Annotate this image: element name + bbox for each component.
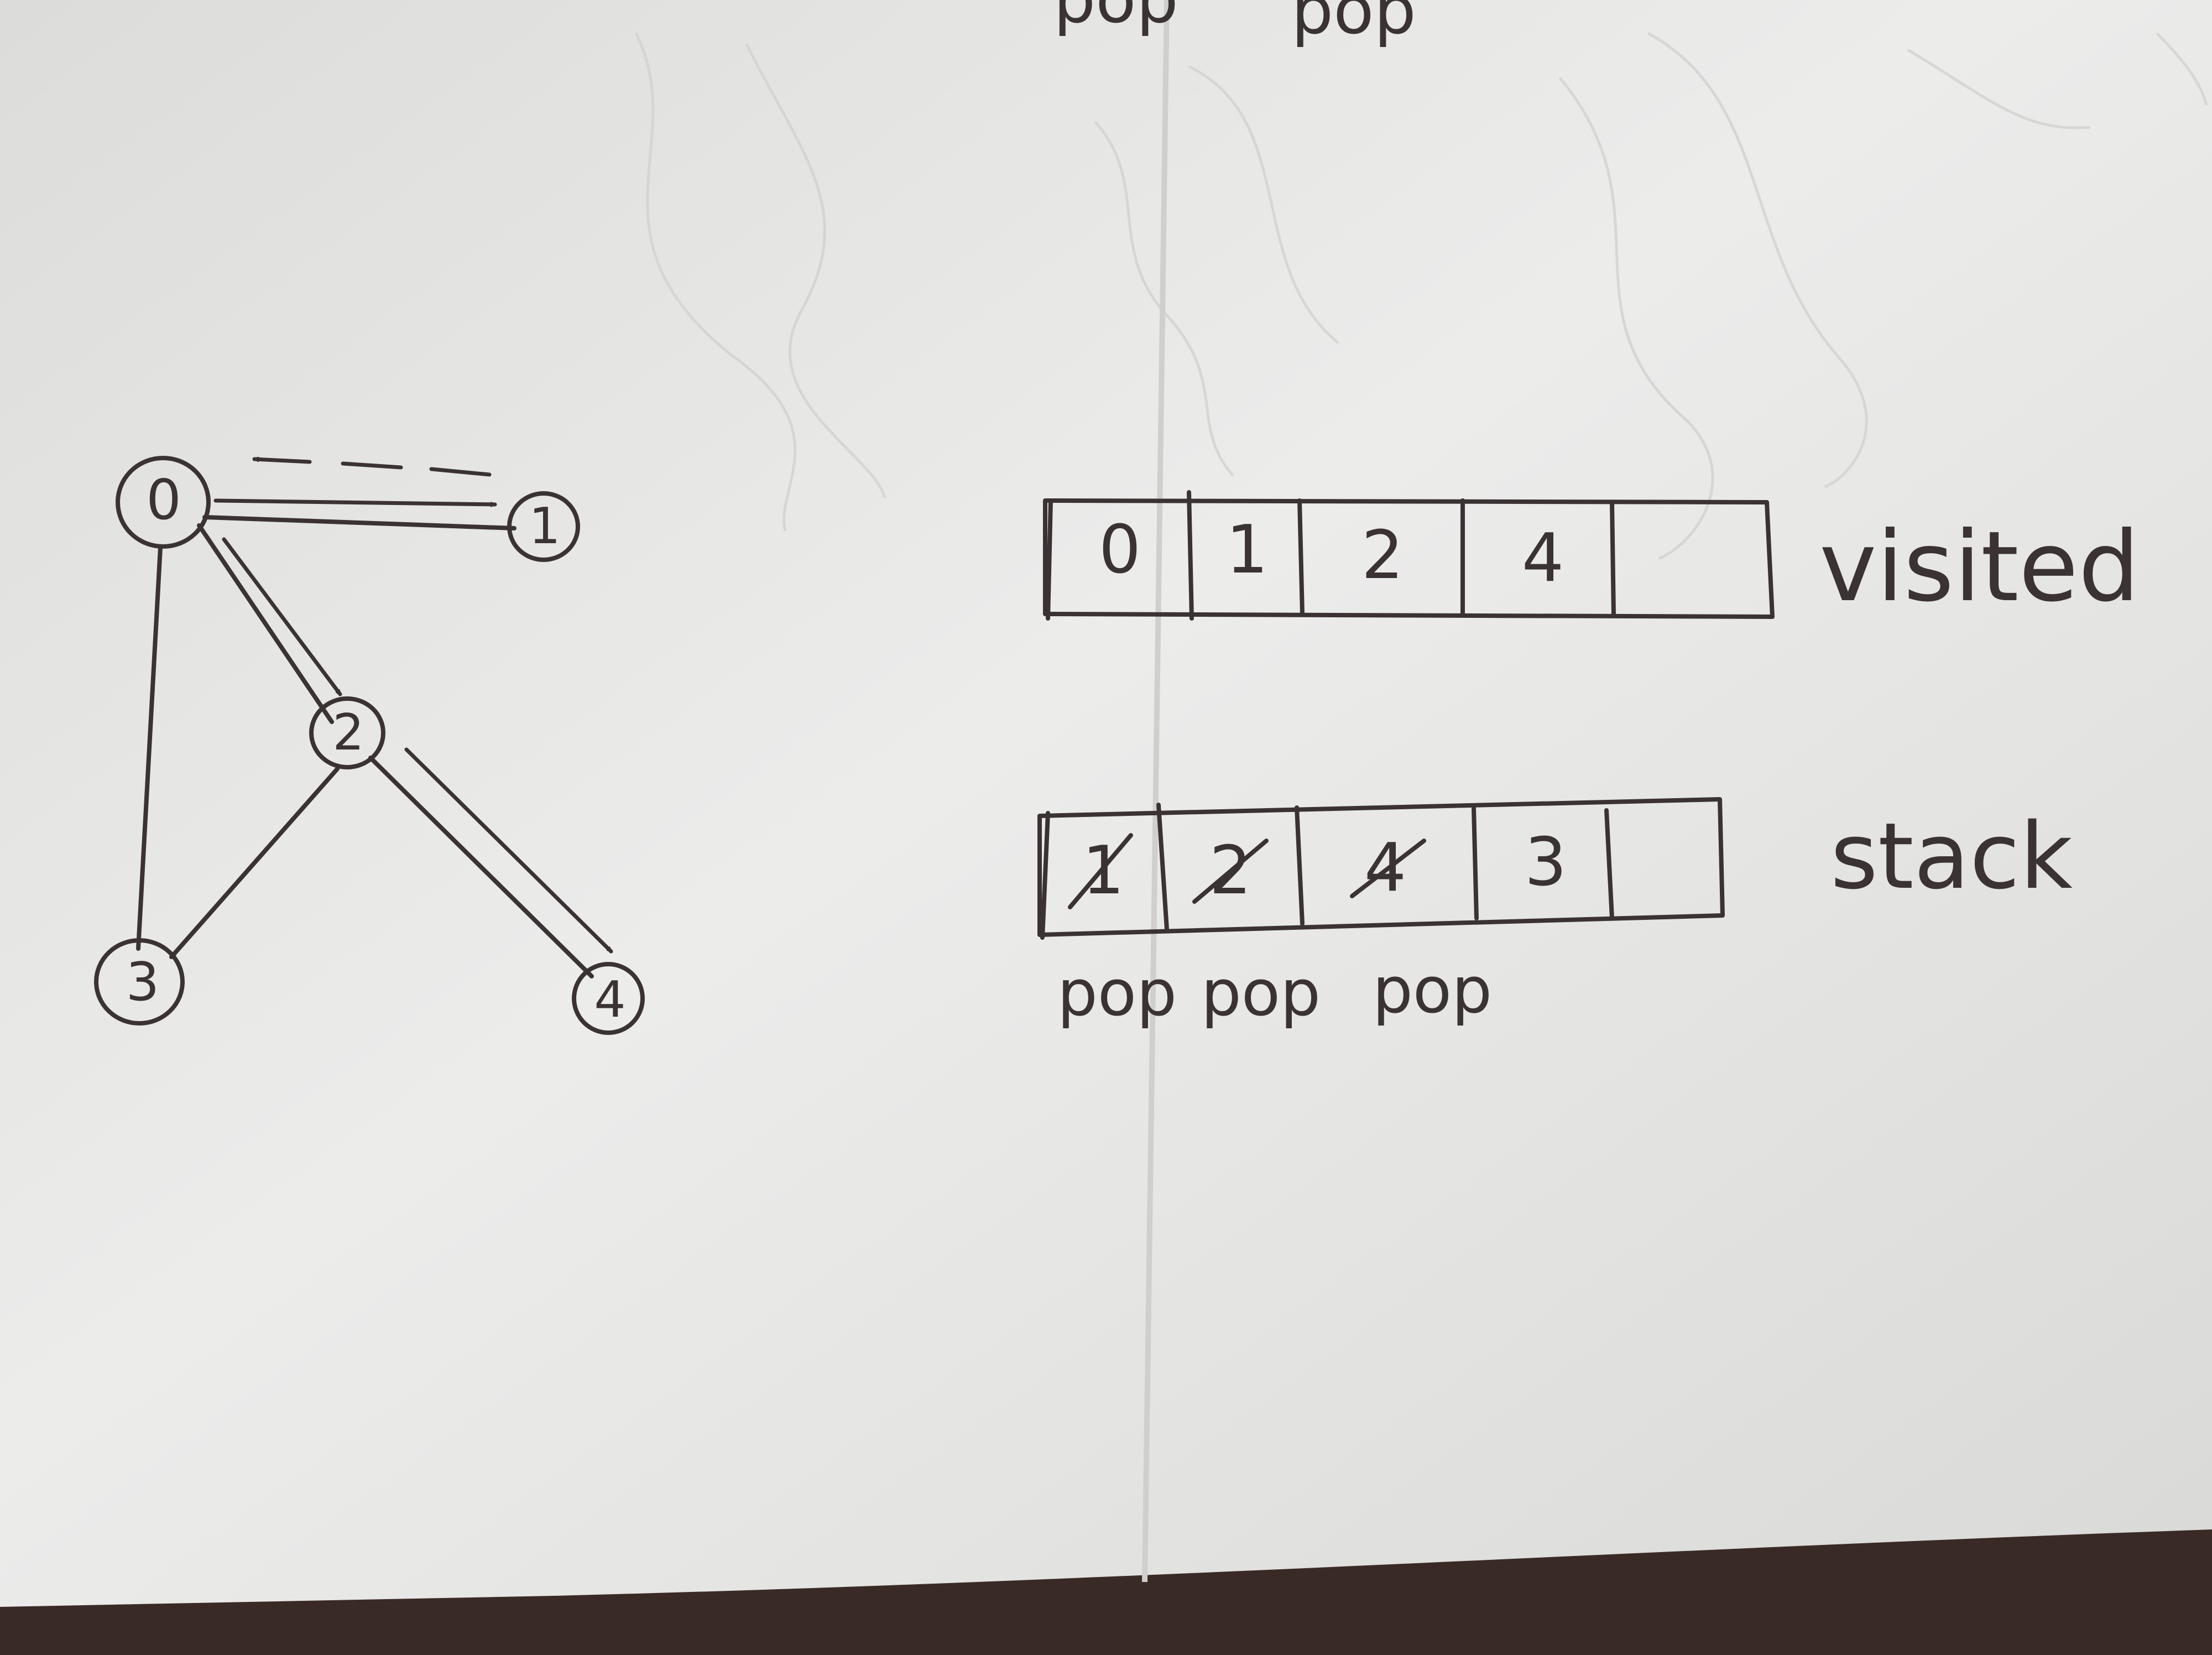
- node-2: 2: [309, 696, 385, 769]
- backtrack-arrow-1-to-0: [254, 459, 492, 477]
- node-4-label: 4: [594, 971, 625, 1029]
- stack-divider: [1156, 803, 1169, 931]
- edge-0-3: [136, 545, 163, 951]
- edge-2-3: [169, 767, 340, 959]
- stack-array: 1 2 4 3 stack pop pop pop: [1037, 797, 2073, 1031]
- stack-pop-0: pop: [1057, 956, 1177, 1031]
- top-cut-pop-2: pop: [1291, 0, 1416, 49]
- visited-cell-3: 4: [1522, 520, 1564, 597]
- visited-array-border: [1043, 498, 1775, 621]
- edge-0-1: [202, 515, 517, 530]
- visited-array: 0 1 2 4 visited: [1043, 490, 2140, 623]
- visited-cell-2: 2: [1361, 517, 1404, 594]
- traversal-arrow-0-to-1: [213, 498, 497, 504]
- node-2-label: 2: [332, 704, 364, 762]
- node-3: 3: [94, 938, 185, 1026]
- stack-cell-0-strike: [1068, 833, 1133, 909]
- stack-label: stack: [1830, 803, 2073, 909]
- edge-0-2: [197, 523, 334, 724]
- visited-cell-1: 1: [1226, 512, 1268, 589]
- visited-cell-0: 0: [1099, 512, 1141, 589]
- visited-label: visited: [1819, 511, 2140, 623]
- node-0: 0: [116, 456, 211, 549]
- node-0-label: 0: [146, 467, 181, 532]
- stack-pop-1: pop: [1201, 956, 1321, 1031]
- node-1-label: 1: [529, 497, 560, 555]
- stack-divider: [1604, 808, 1614, 920]
- paper-fold: [1142, 0, 1170, 1583]
- stack-array-border: [1037, 797, 1725, 940]
- node-1: 1: [507, 491, 580, 562]
- visited-divider: [1187, 490, 1194, 621]
- traversal-arrow-2-to-4: [404, 747, 613, 954]
- stack-cell-2-strike: [1350, 839, 1426, 898]
- traversal-arrow-0-to-2: [222, 537, 342, 696]
- stack-pop-2: pop: [1373, 954, 1492, 1028]
- paper-sheet: [0, 0, 2212, 1607]
- graph-diagram: 0 1 2 3 4: [94, 456, 645, 1035]
- stack-divider: [1472, 805, 1479, 920]
- node-4: 4: [572, 962, 645, 1035]
- top-cut-pop-1: pop: [1053, 0, 1178, 38]
- edge-2-4: [368, 756, 594, 979]
- visited-divider: [1297, 498, 1305, 616]
- visited-divider: [1610, 500, 1616, 617]
- stack-cell-1-strike: [1192, 839, 1269, 904]
- stack-divider: [1295, 805, 1305, 926]
- stack-cell-3: 3: [1525, 824, 1567, 901]
- show-through-marks: [634, 32, 2208, 560]
- node-3-label: 3: [126, 952, 159, 1013]
